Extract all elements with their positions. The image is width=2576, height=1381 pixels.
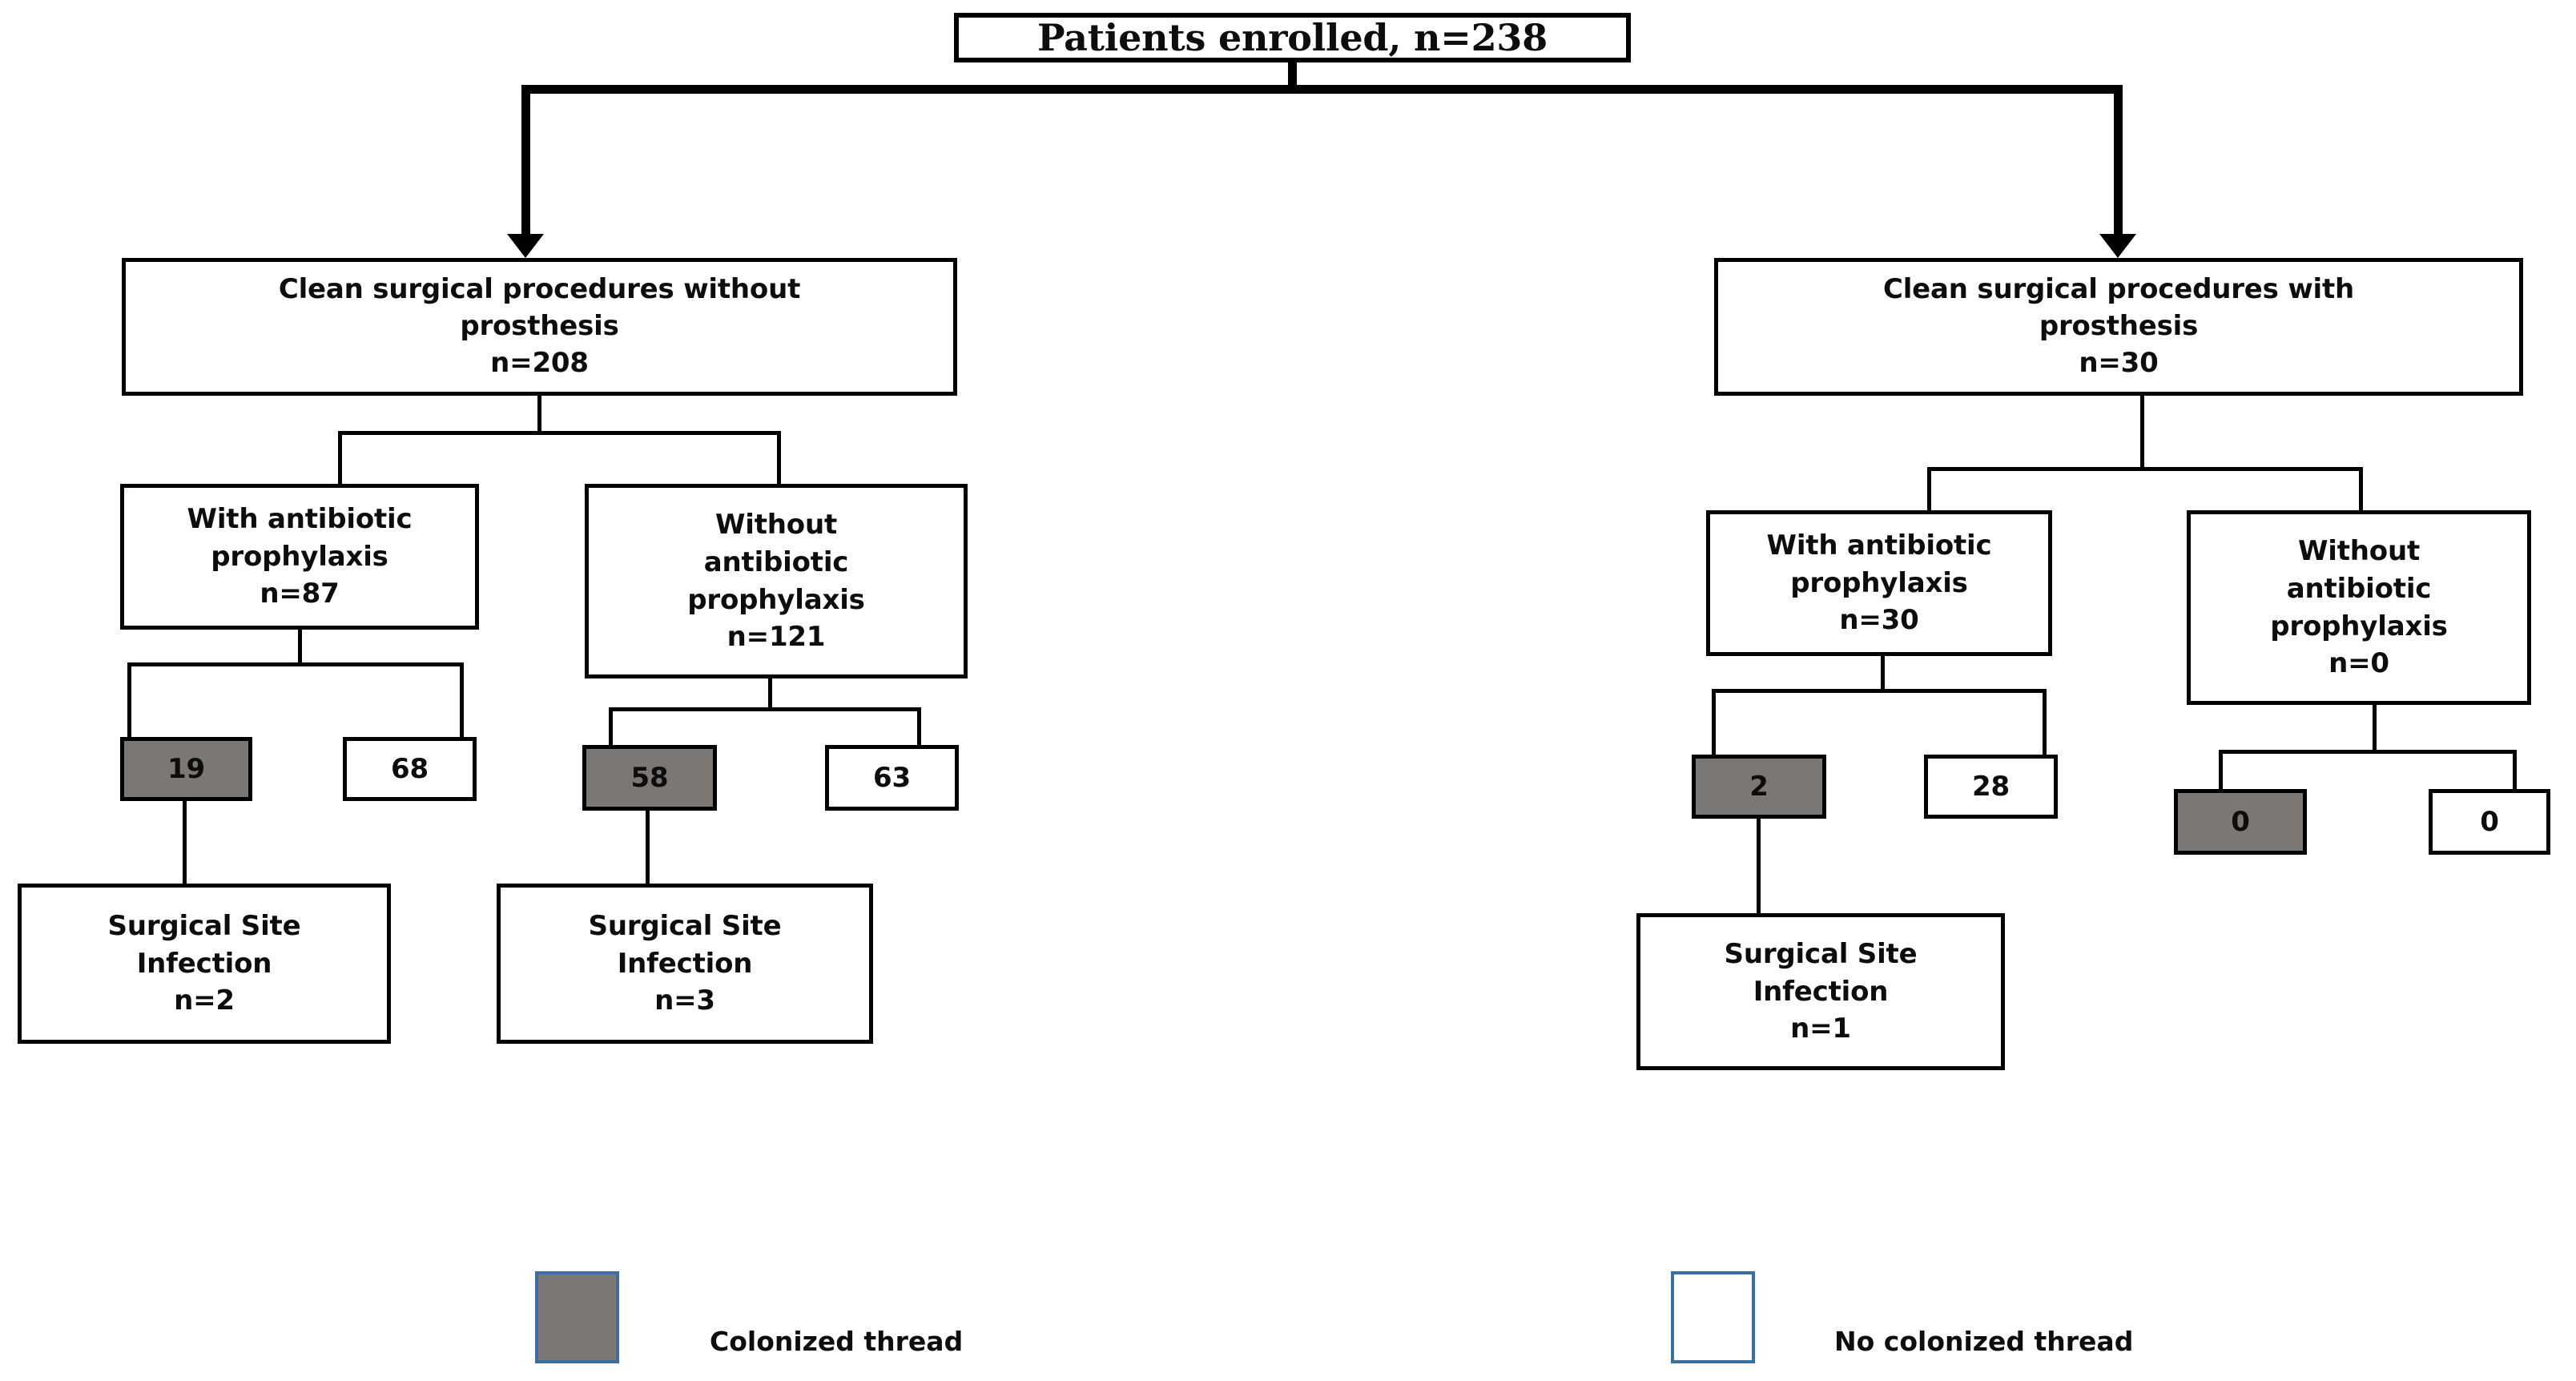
connector-left-to-without-abx <box>777 431 781 485</box>
chip-p-with-abx-clean: 28 <box>1924 755 2058 819</box>
node-wp-without-abx-line1: Without <box>714 508 838 541</box>
connector-wp-with-abx-stem <box>298 630 302 665</box>
connector-wp-with-abx-to-colonized <box>127 662 131 740</box>
node-p-with-abx-line2: prophylaxis <box>1790 566 1968 599</box>
chip-p-without-abx-clean-value: 0 <box>2480 806 2499 838</box>
arrowhead-right-branch-icon <box>2099 234 2136 258</box>
chip-wp-without-abx-colonized-value: 58 <box>630 762 669 794</box>
chip-wp-with-abx-clean: 68 <box>343 737 477 801</box>
connector-p-with-abx-to-colonized <box>1712 689 1716 758</box>
connector-wp-without-abx-colonized-to-ssi <box>646 811 650 885</box>
node-ssi-wp-with-abx-line2: Infection <box>136 947 272 980</box>
node-wp-without-abx-line2: antibiotic <box>703 546 849 578</box>
chip-p-without-abx-colonized-value: 0 <box>2231 806 2250 838</box>
node-p-with-abx-line1: With antibiotic <box>1766 529 1992 562</box>
chip-wp-with-abx-colonized: 19 <box>120 737 252 801</box>
node-clean-without-prosthesis-count: n=208 <box>490 346 589 379</box>
legend-label-not-colonized: No colonized thread <box>1834 1326 2134 1357</box>
connector-root-stem <box>1288 62 1297 85</box>
node-p-without-abx-line2: antibiotic <box>2286 572 2432 605</box>
node-wp-with-abx-count: n=87 <box>260 578 340 610</box>
node-ssi-wp-without-abx-count: n=3 <box>654 984 715 1017</box>
node-ssi-wp-without-abx-line1: Surgical Site <box>588 909 782 942</box>
connector-left-branch-stem <box>537 396 541 433</box>
chip-p-with-abx-colonized: 2 <box>1692 755 1826 819</box>
node-wp-with-abx-line2: prophylaxis <box>211 540 388 573</box>
connector-right-to-without-abx <box>2359 467 2363 512</box>
chip-wp-without-abx-clean: 63 <box>825 745 959 811</box>
chip-p-with-abx-colonized-value: 2 <box>1749 771 1769 803</box>
connector-left-branch-spreader <box>338 431 781 435</box>
node-ssi-p-with-abx-line2: Infection <box>1753 975 1889 1008</box>
connector-wp-without-abx-spreader <box>609 707 921 711</box>
connector-wp-without-abx-to-colonized <box>609 707 613 747</box>
node-ssi-p-with-abx-count: n=1 <box>1790 1013 1851 1045</box>
connector-root-to-left-branch <box>521 85 530 237</box>
node-clean-without-prosthesis: Clean surgical procedures without prosth… <box>122 258 957 396</box>
connector-wp-with-abx-spreader <box>127 662 464 666</box>
connector-p-with-abx-spreader <box>1712 689 2047 693</box>
node-ssi-wp-with-abx: Surgical Site Infection n=2 <box>18 884 391 1044</box>
node-wp-with-antibiotic-prophylaxis: With antibiotic prophylaxis n=87 <box>120 484 479 630</box>
node-clean-with-prosthesis-line1: Clean surgical procedures with <box>1882 273 2355 306</box>
connector-left-to-with-abx <box>338 431 342 485</box>
legend-swatch-colonized <box>535 1271 619 1363</box>
chip-wp-with-abx-clean-value: 68 <box>391 753 429 785</box>
node-wp-with-abx-line1: With antibiotic <box>187 502 413 535</box>
connector-root-spreader <box>521 85 2123 94</box>
connector-right-branch-spreader <box>1927 467 2363 471</box>
node-clean-without-prosthesis-line2: prosthesis <box>460 310 619 343</box>
connector-wp-with-abx-to-clean <box>460 662 464 740</box>
node-p-with-antibiotic-prophylaxis: With antibiotic prophylaxis n=30 <box>1706 510 2052 656</box>
connector-p-without-abx-stem <box>2373 705 2377 752</box>
chip-p-without-abx-clean: 0 <box>2429 789 2550 855</box>
node-ssi-wp-with-abx-count: n=2 <box>174 984 235 1017</box>
node-ssi-wp-without-abx-line2: Infection <box>617 947 753 980</box>
node-clean-with-prosthesis-count: n=30 <box>2079 346 2159 379</box>
node-ssi-p-with-abx-line1: Surgical Site <box>1724 937 1918 970</box>
node-p-without-abx-count: n=0 <box>2328 647 2389 680</box>
connector-p-without-abx-to-clean <box>2513 750 2517 791</box>
connector-p-with-abx-stem <box>1881 656 1885 691</box>
legend-swatch-not-colonized <box>1671 1271 1755 1363</box>
chip-wp-without-abx-clean-value: 63 <box>873 762 911 794</box>
connector-right-to-with-abx <box>1927 467 1931 512</box>
node-wp-without-abx-count: n=121 <box>727 621 826 654</box>
connector-p-with-abx-to-clean <box>2043 689 2047 758</box>
node-patients-enrolled-label: Patients enrolled, n=238 <box>1037 15 1548 59</box>
connector-p-without-abx-spreader <box>2219 750 2517 754</box>
node-ssi-wp-without-abx: Surgical Site Infection n=3 <box>497 884 873 1044</box>
connector-p-without-abx-to-colonized <box>2219 750 2223 791</box>
connector-p-with-abx-colonized-to-ssi <box>1757 819 1761 915</box>
arrowhead-left-branch-icon <box>507 234 544 258</box>
node-ssi-p-with-abx: Surgical Site Infection n=1 <box>1636 913 2005 1070</box>
connector-wp-without-abx-to-clean <box>917 707 921 747</box>
connector-right-branch-stem <box>2140 396 2144 470</box>
chip-wp-without-abx-colonized: 58 <box>582 745 717 811</box>
connector-wp-with-abx-colonized-to-ssi <box>183 801 187 885</box>
chip-wp-with-abx-colonized-value: 19 <box>167 753 205 785</box>
node-p-with-abx-count: n=30 <box>1839 604 1919 637</box>
node-p-without-antibiotic-prophylaxis: Without antibiotic prophylaxis n=0 <box>2187 510 2531 705</box>
node-wp-without-antibiotic-prophylaxis: Without antibiotic prophylaxis n=121 <box>585 484 968 678</box>
node-clean-with-prosthesis: Clean surgical procedures with prosthesi… <box>1714 258 2523 396</box>
node-patients-enrolled: Patients enrolled, n=238 <box>954 13 1631 62</box>
node-wp-without-abx-line3: prophylaxis <box>687 583 865 616</box>
node-clean-with-prosthesis-line2: prosthesis <box>2039 310 2199 343</box>
chip-p-without-abx-colonized: 0 <box>2174 789 2307 855</box>
node-ssi-wp-with-abx-line1: Surgical Site <box>107 909 301 942</box>
connector-root-to-right-branch <box>2114 85 2123 237</box>
chip-p-with-abx-clean-value: 28 <box>1972 771 2010 803</box>
connector-wp-without-abx-stem <box>768 678 772 710</box>
node-clean-without-prosthesis-line1: Clean surgical procedures without <box>278 273 801 306</box>
node-p-without-abx-line1: Without <box>2297 534 2421 567</box>
legend-label-colonized: Colonized thread <box>710 1326 964 1357</box>
node-p-without-abx-line3: prophylaxis <box>2270 610 2448 642</box>
